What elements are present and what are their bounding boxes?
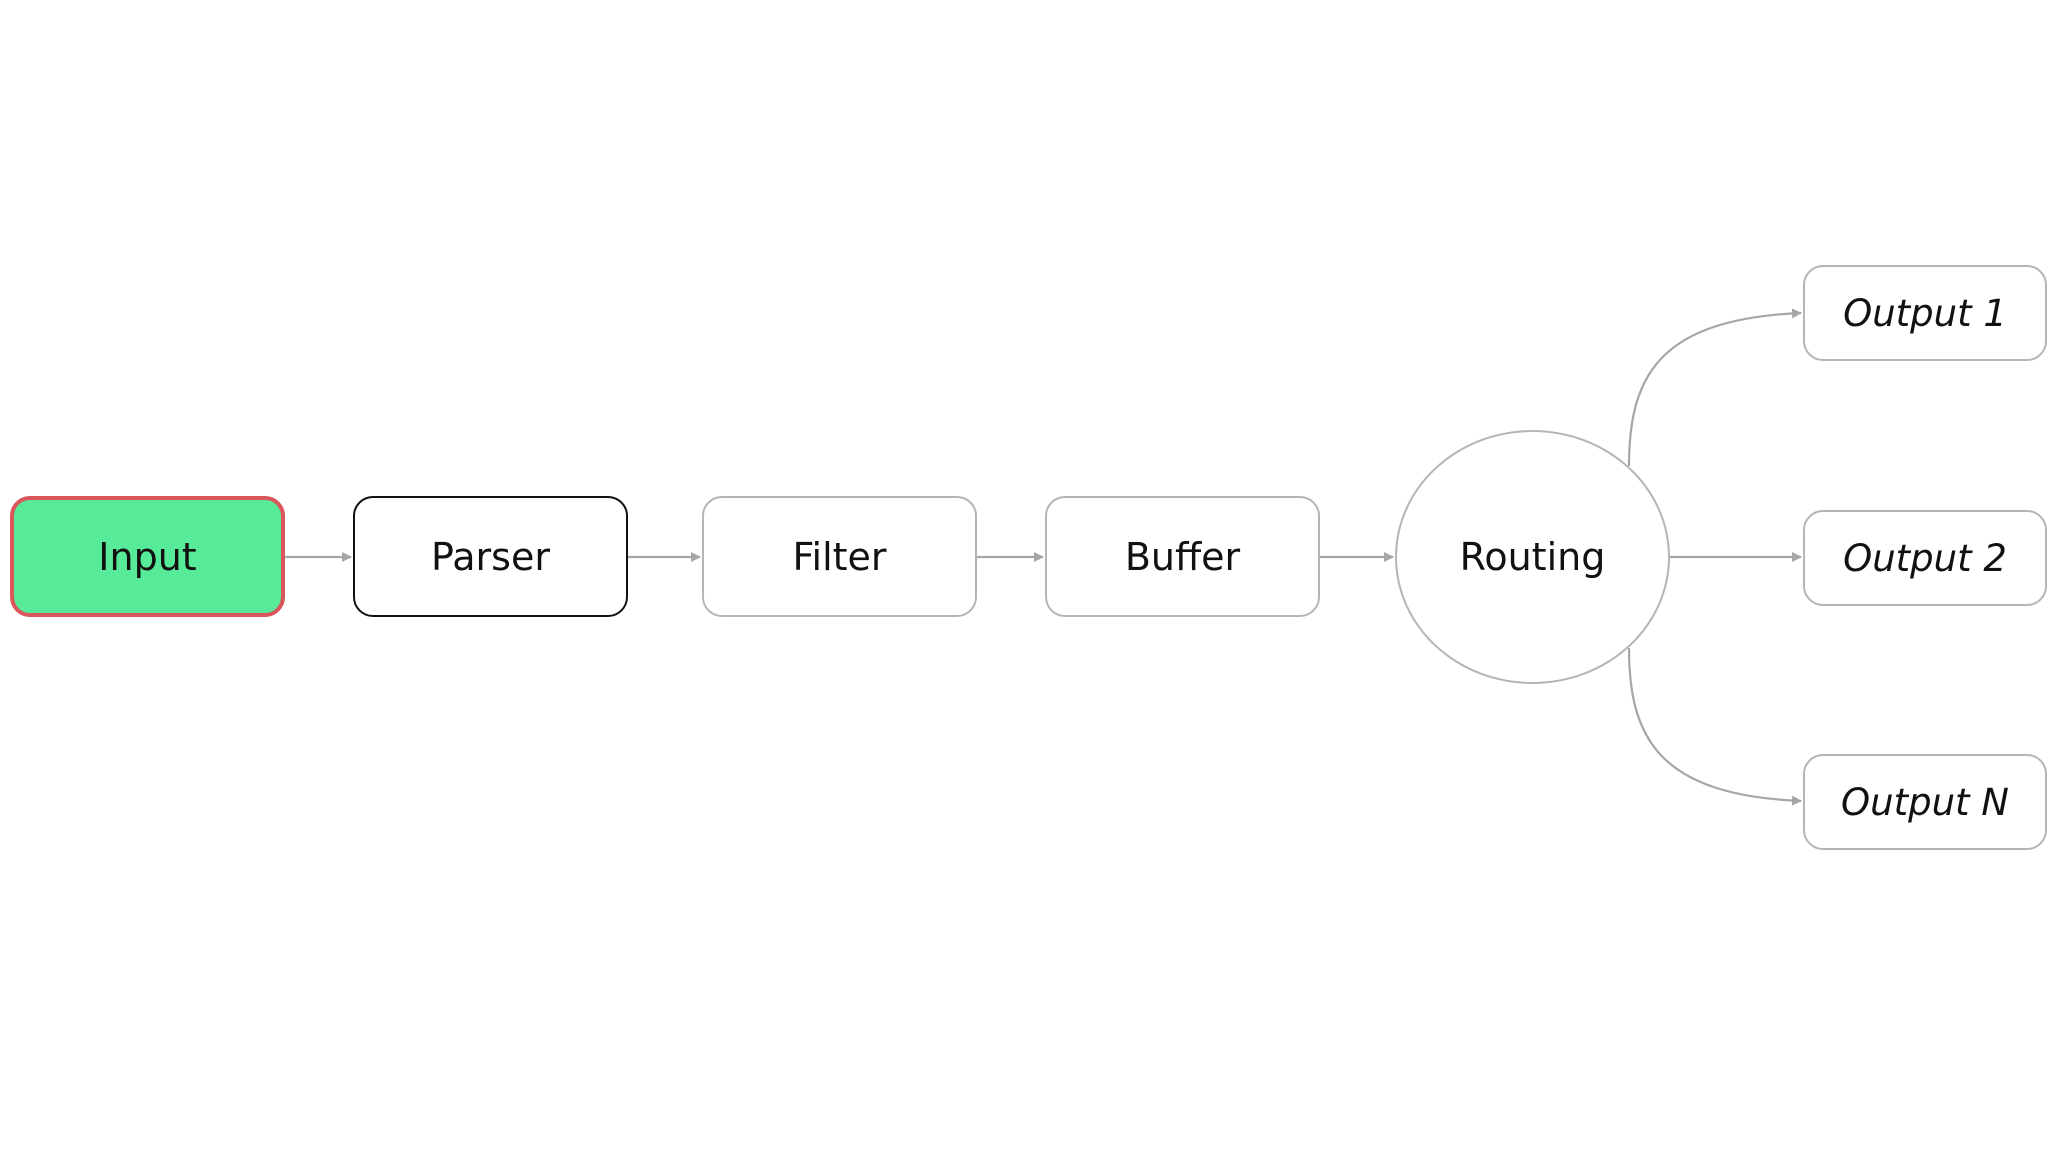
node-output-n-label: Output N bbox=[1841, 780, 2009, 824]
node-output-2-label: Output 2 bbox=[1843, 536, 2007, 580]
node-buffer-label: Buffer bbox=[1124, 534, 1241, 579]
edge-routing-outputN bbox=[1627, 647, 1802, 806]
node-output-1-label: Output 1 bbox=[1843, 291, 2007, 335]
node-output-1[interactable]: Output 1 bbox=[1803, 265, 2047, 361]
node-input[interactable]: Input bbox=[10, 496, 285, 617]
node-routing[interactable]: Routing bbox=[1395, 430, 1670, 684]
node-filter-label: Filter bbox=[792, 534, 887, 579]
node-filter[interactable]: Filter bbox=[702, 496, 977, 617]
node-output-2[interactable]: Output 2 bbox=[1803, 510, 2047, 606]
node-parser[interactable]: Parser bbox=[353, 496, 628, 617]
node-output-n[interactable]: Output N bbox=[1803, 754, 2047, 850]
edge-routing-output1 bbox=[1627, 308, 1802, 467]
node-routing-label: Routing bbox=[1459, 535, 1606, 579]
node-input-label: Input bbox=[98, 534, 197, 579]
node-parser-label: Parser bbox=[431, 534, 550, 579]
node-buffer[interactable]: Buffer bbox=[1045, 496, 1320, 617]
